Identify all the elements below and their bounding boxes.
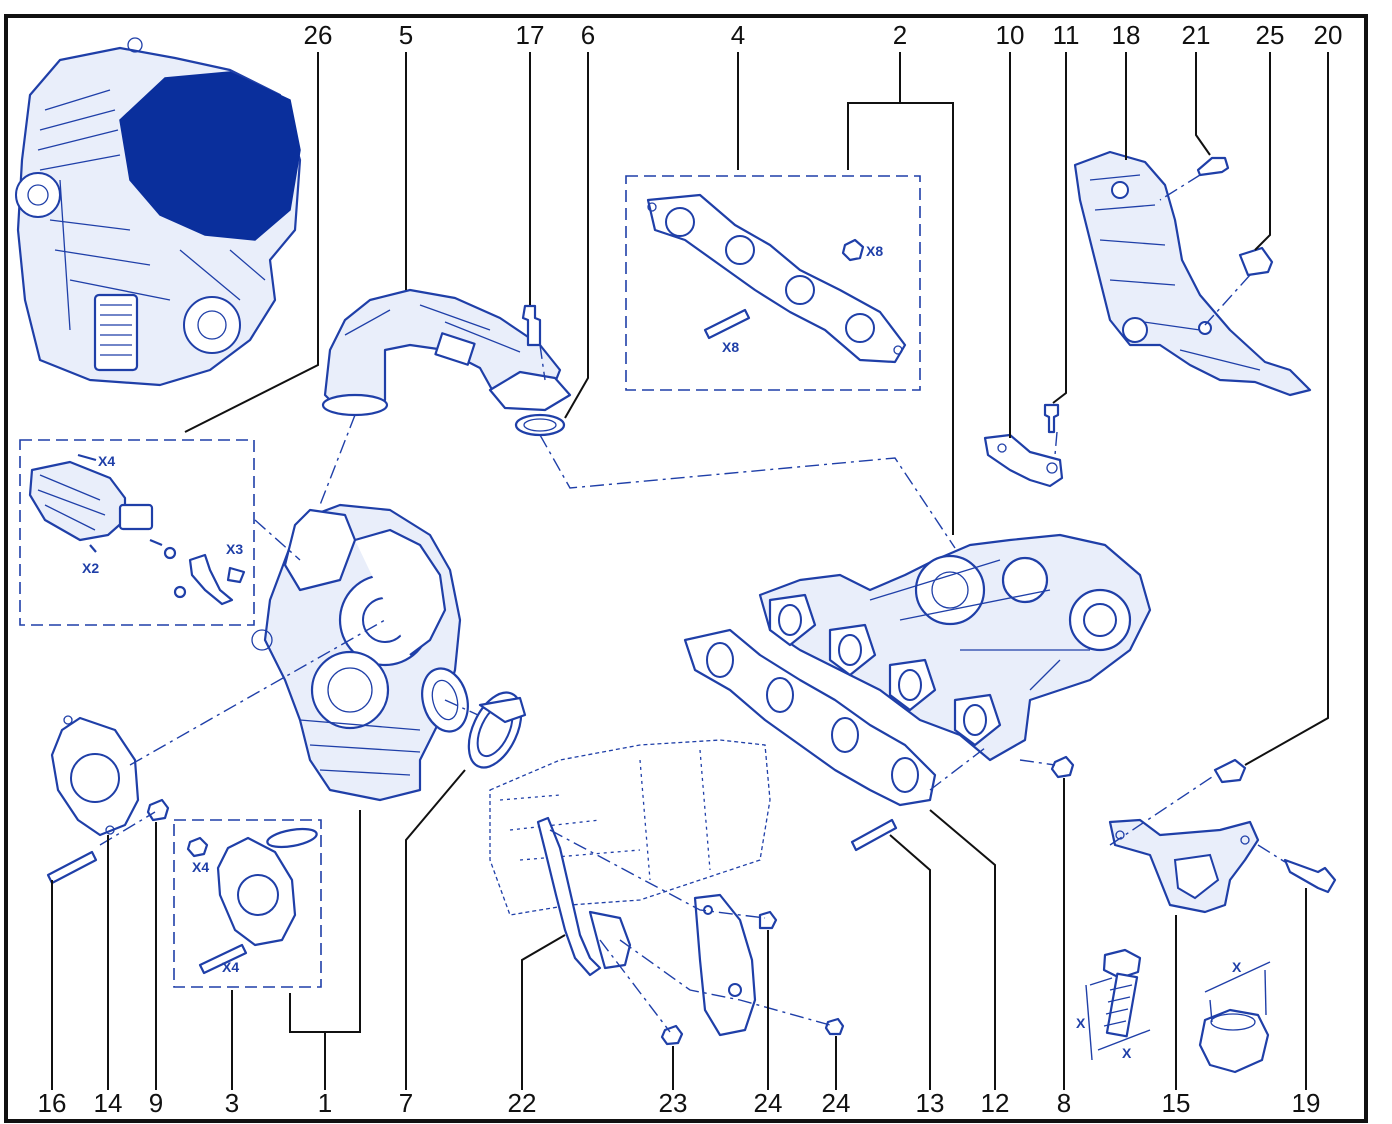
callout-2: 2 xyxy=(893,20,907,50)
actuator-small-parts xyxy=(77,453,246,606)
turbo-gasket-14 xyxy=(50,715,140,837)
nut-8 xyxy=(1050,755,1075,779)
callout-4: 4 xyxy=(731,20,745,50)
nut-dimension-illustration xyxy=(1198,961,1271,1074)
stud-16 xyxy=(46,850,98,885)
qty-actuator-small-screw: X2 xyxy=(82,560,99,576)
engine-highlighted-manifold xyxy=(119,71,301,241)
qty-kit-studs: X4 xyxy=(222,959,239,975)
nut-9 xyxy=(146,798,170,822)
callout-21: 21 xyxy=(1182,20,1211,50)
wastegate-actuator xyxy=(28,460,163,547)
exhaust-manifold-turbo-assembly xyxy=(758,533,1152,762)
callout-9: 9 xyxy=(149,1088,163,1118)
engine-block-outline xyxy=(489,739,771,916)
callout-14: 14 xyxy=(94,1088,123,1118)
turbo-gasket-kit-box xyxy=(173,819,322,988)
callout-24-b: 24 xyxy=(822,1088,851,1118)
callout-7: 7 xyxy=(399,1088,413,1118)
callout-8: 8 xyxy=(1057,1088,1071,1118)
qty-manifold-studs: X8 xyxy=(722,339,739,355)
turbo-inlet-pipe xyxy=(321,288,572,417)
dim-label-nut: X xyxy=(1232,959,1242,975)
callout-16: 16 xyxy=(38,1088,67,1118)
callout-3: 3 xyxy=(225,1088,239,1118)
bolt-dimension-illustration xyxy=(1085,948,1151,1061)
callout-1: 1 xyxy=(318,1088,332,1118)
callout-11: 11 xyxy=(1053,20,1080,50)
leader-lines xyxy=(51,52,1329,1090)
manifold-gasket-kit-box xyxy=(625,175,921,391)
qty-manifold-nuts: X8 xyxy=(866,243,883,259)
callout-18: 18 xyxy=(1112,20,1141,50)
dim-label-bolt-length: X xyxy=(1076,1015,1086,1031)
actuator-kit-box xyxy=(19,439,255,626)
callout-25: 25 xyxy=(1256,20,1285,50)
kit-gasket xyxy=(216,827,318,947)
callout-24-a: 24 xyxy=(754,1088,783,1118)
callout-17: 17 xyxy=(516,20,545,50)
qty-actuator-screws: X4 xyxy=(98,453,115,469)
callout-20: 20 xyxy=(1314,20,1343,50)
turbocharger xyxy=(251,503,469,802)
nut-23 xyxy=(660,1024,684,1046)
bolt-21 xyxy=(1196,156,1230,177)
bracket-10 xyxy=(983,433,1064,488)
callout-23: 23 xyxy=(659,1088,688,1118)
oil-pipe-22 xyxy=(536,816,632,977)
gasket-ring-6 xyxy=(514,413,566,437)
qty-actuator-clips: X3 xyxy=(226,541,243,557)
callout-13: 13 xyxy=(916,1088,945,1118)
bolt-19 xyxy=(1283,858,1337,894)
callout-15: 15 xyxy=(1162,1088,1191,1118)
callout-26: 26 xyxy=(304,20,333,50)
assembly-lines xyxy=(99,174,1286,1033)
nut-24-lower xyxy=(824,1017,845,1036)
manifold-nuts-x8 xyxy=(841,238,865,262)
top-callouts: 26 5 17 6 4 2 10 11 18 21 25 20 xyxy=(304,20,1343,50)
stud-13 xyxy=(850,818,898,852)
clamp-7 xyxy=(467,691,527,769)
kit-studs xyxy=(198,943,248,975)
heat-shield-18 xyxy=(1073,150,1312,397)
callout-22: 22 xyxy=(508,1088,537,1118)
callout-19: 19 xyxy=(1292,1088,1321,1118)
manifold-studs-x8 xyxy=(703,308,751,340)
callout-5: 5 xyxy=(399,20,413,50)
bracket-15 xyxy=(1108,818,1260,914)
bolt-24-upper xyxy=(758,910,778,930)
manifold-gasket-4 xyxy=(646,193,907,364)
bolt-11 xyxy=(1043,403,1060,434)
engine-overview xyxy=(15,37,302,387)
qty-kit-nuts: X4 xyxy=(192,859,209,875)
exhaust-gasket-12 xyxy=(683,628,937,807)
dim-label-bolt-width: X xyxy=(1122,1045,1132,1061)
kit-nuts xyxy=(186,836,209,858)
bolt-20 xyxy=(1213,758,1247,784)
callout-10: 10 xyxy=(996,20,1025,50)
bottom-callouts: 16 14 9 3 1 7 22 23 24 24 13 12 8 15 19 xyxy=(38,1088,1321,1118)
cap-25 xyxy=(1238,246,1274,277)
callout-12: 12 xyxy=(981,1088,1010,1118)
callout-6: 6 xyxy=(581,20,595,50)
